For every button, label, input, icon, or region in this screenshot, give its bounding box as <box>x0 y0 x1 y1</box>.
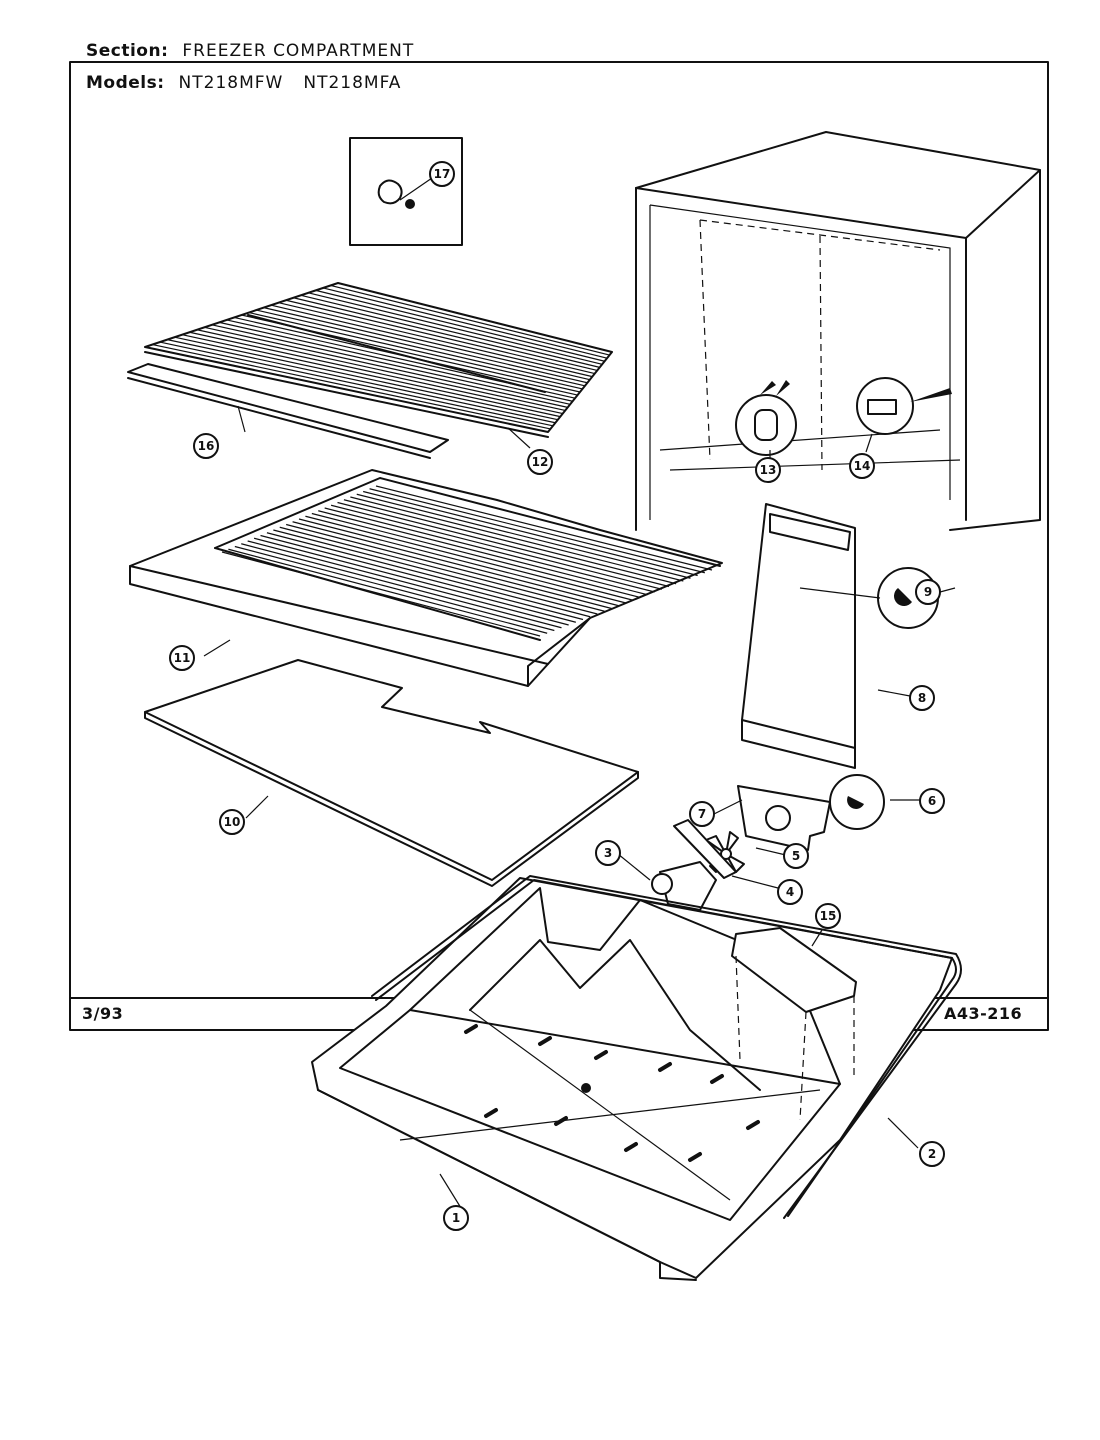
callout-14: 14 <box>849 453 875 479</box>
svg-text:8: 8 <box>918 691 926 705</box>
callout-11: 11 <box>169 645 195 671</box>
callout-16: 16 <box>193 433 219 459</box>
callout-1: 1 <box>443 1205 469 1231</box>
inset-box-17 <box>349 137 463 246</box>
svg-text:17: 17 <box>434 167 451 181</box>
callout-6: 6 <box>919 788 945 814</box>
liner-assembly-1 <box>311 877 953 1281</box>
callout-12: 12 <box>527 449 553 475</box>
freezer-shelf-11 <box>129 469 723 687</box>
footer-date: 3/93 <box>82 1004 124 1023</box>
fan-bracket-7 <box>737 774 885 851</box>
svg-text:11: 11 <box>174 651 191 665</box>
svg-text:10: 10 <box>224 815 241 829</box>
callout-10: 10 <box>219 809 245 835</box>
callout-2: 2 <box>919 1141 945 1167</box>
svg-text:4: 4 <box>786 885 794 899</box>
section-value: FREEZER COMPARTMENT <box>182 41 415 61</box>
svg-text:12: 12 <box>532 455 549 469</box>
svg-text:16: 16 <box>198 439 215 453</box>
callout-9: 9 <box>915 579 941 605</box>
callout-8: 8 <box>909 685 935 711</box>
shelf-trim-16 <box>127 363 449 459</box>
model-number-2: NT218MFA <box>303 73 402 93</box>
cover-panel-10 <box>144 659 639 887</box>
svg-text:6: 6 <box>928 794 936 808</box>
duct-15 <box>731 927 857 1121</box>
callout-4: 4 <box>777 879 803 905</box>
footer-code: A43-216 <box>944 1004 1023 1023</box>
fan-motor-3 <box>651 861 717 911</box>
svg-text:2: 2 <box>928 1147 936 1161</box>
callout-7: 7 <box>689 801 715 827</box>
svg-text:7: 7 <box>698 807 706 821</box>
models-header: Models: NT218MFW NT218MFA <box>86 73 401 93</box>
callout-17: 17 <box>429 161 455 187</box>
svg-text:3: 3 <box>604 846 612 860</box>
svg-text:5: 5 <box>792 849 800 863</box>
svg-text:9: 9 <box>924 585 932 599</box>
model-number-1: NT218MFW <box>178 73 284 93</box>
section-label: Section: <box>86 41 169 61</box>
callout-5: 5 <box>783 843 809 869</box>
motor-bracket-4 <box>673 819 737 879</box>
callout-3: 3 <box>595 840 621 866</box>
svg-text:14: 14 <box>854 459 871 473</box>
section-header: Section: FREEZER COMPARTMENT <box>86 41 414 61</box>
cabinet <box>635 131 1041 531</box>
callout-15: 15 <box>815 903 841 929</box>
evaporator-cover-8 <box>741 503 939 769</box>
models-label: Models: <box>86 73 165 93</box>
gasket-2 <box>371 875 962 1219</box>
svg-text:1: 1 <box>452 1211 460 1225</box>
callout-13: 13 <box>755 457 781 483</box>
svg-text:15: 15 <box>820 909 837 923</box>
svg-text:13: 13 <box>760 463 777 477</box>
wire-shelf-12 <box>144 282 613 438</box>
leader-lines <box>203 175 956 1209</box>
